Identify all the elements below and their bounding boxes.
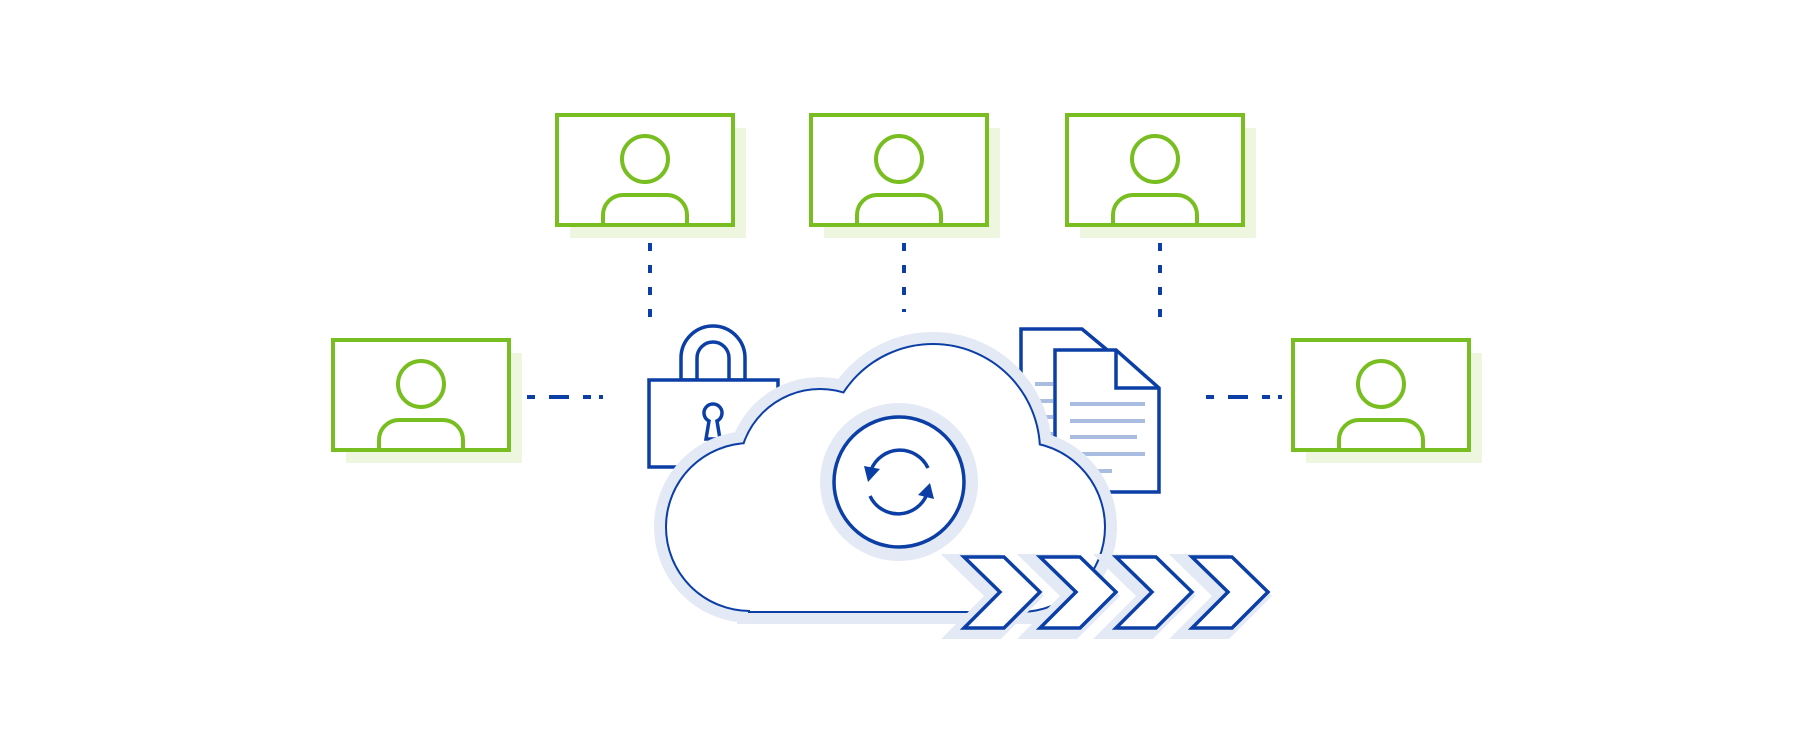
lock-shackle	[679, 324, 747, 382]
user-head	[874, 134, 924, 184]
chevrons-right-icon	[940, 554, 1272, 639]
user-head	[1356, 359, 1406, 409]
dashed-connectors	[527, 243, 1282, 399]
chevron	[1111, 555, 1195, 630]
sync-icon	[820, 403, 978, 561]
user-body	[1111, 193, 1199, 225]
sync-ring	[832, 415, 966, 549]
user-body	[855, 193, 943, 225]
document-fold	[1114, 350, 1159, 390]
chevron	[1187, 555, 1271, 630]
user-screen-icon	[1291, 338, 1482, 463]
user-screens	[331, 113, 1482, 463]
screen-frame	[1291, 338, 1471, 452]
sync-arrow-top	[869, 448, 930, 471]
user-screen-icon	[1065, 113, 1256, 238]
user-screen-icon	[331, 338, 522, 463]
chevron	[959, 555, 1043, 630]
user-body	[601, 193, 689, 225]
user-body	[377, 418, 465, 450]
user-body	[1337, 418, 1425, 450]
chevron	[1035, 555, 1119, 630]
user-screen-icon	[555, 113, 746, 238]
user-head	[620, 134, 670, 184]
sync-arrow-bottom	[868, 493, 929, 516]
keyhole	[702, 402, 724, 441]
screen-frame	[809, 113, 989, 227]
user-screen-icon	[809, 113, 1000, 238]
screen-frame	[1065, 113, 1245, 227]
user-head	[1130, 134, 1180, 184]
user-head	[396, 359, 446, 409]
screen-frame	[331, 338, 511, 452]
screen-frame	[555, 113, 735, 227]
